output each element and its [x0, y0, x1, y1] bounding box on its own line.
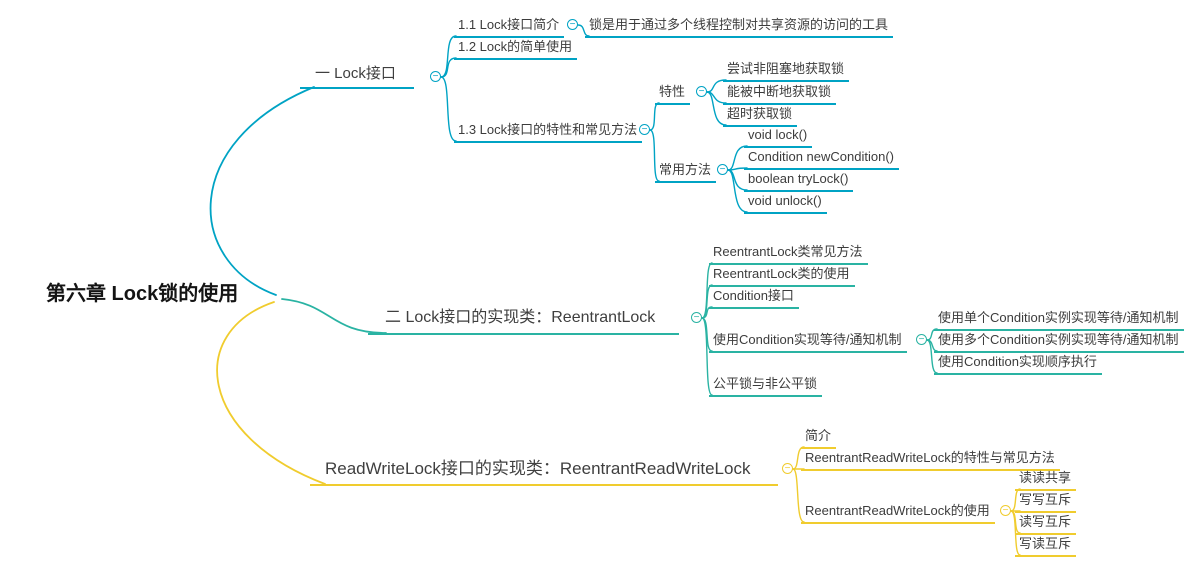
- node-lock-intro-note[interactable]: 锁是用于通过多个线程控制对共享资源的访问的工具: [585, 17, 894, 38]
- node-multi-condition[interactable]: 使用多个Condition实例实现等待/通知机制: [934, 332, 1184, 353]
- node-features[interactable]: 特性: [655, 84, 691, 105]
- node-write-read-mutex[interactable]: 写读互斥: [1015, 536, 1077, 557]
- topic-reentrantlock[interactable]: 二 Lock接口的实现类：ReentrantLock: [368, 308, 680, 335]
- collapse-icon-lock-interface[interactable]: −: [430, 71, 441, 82]
- collapse-icon-features[interactable]: −: [696, 86, 707, 97]
- collapse-icon-condition-wait-notify[interactable]: −: [916, 334, 927, 345]
- node-condition-sequence[interactable]: 使用Condition实现顺序执行: [934, 354, 1102, 375]
- node-rwlock-usage[interactable]: ReentrantReadWriteLock的使用: [801, 503, 995, 524]
- node-feature-item[interactable]: 尝试非阻塞地获取锁: [723, 61, 850, 82]
- topic-lock-interface[interactable]: 一 Lock接口: [300, 64, 414, 89]
- node-feature-item[interactable]: 能被中断地获取锁: [723, 84, 837, 105]
- node-lock-intro[interactable]: 1.1 Lock接口简介: [454, 17, 565, 38]
- node-read-read-share[interactable]: 读读共享: [1015, 470, 1077, 491]
- node-condition-interface[interactable]: Condition接口: [709, 288, 799, 309]
- node-fair-unfair-lock[interactable]: 公平锁与非公平锁: [709, 376, 823, 397]
- node-reentrantlock-common-methods[interactable]: ReentrantLock类常见方法: [709, 244, 868, 265]
- node-method-item[interactable]: void unlock(): [744, 193, 827, 214]
- node-feature-item[interactable]: 超时获取锁: [723, 106, 798, 127]
- node-rwlock-intro[interactable]: 简介: [801, 428, 837, 449]
- node-condition-wait-notify[interactable]: 使用Condition实现等待/通知机制: [709, 332, 907, 353]
- node-single-condition[interactable]: 使用单个Condition实例实现等待/通知机制: [934, 310, 1184, 331]
- node-common-methods[interactable]: 常用方法: [655, 162, 717, 183]
- root-node[interactable]: 第六章 Lock锁的使用: [46, 283, 239, 305]
- collapse-icon-rwlock-usage[interactable]: −: [1000, 505, 1011, 516]
- node-rwlock-features[interactable]: ReentrantReadWriteLock的特性与常见方法: [801, 450, 1060, 471]
- topic-reentrantreadwritelock[interactable]: ReadWriteLock接口的实现类：ReentrantReadWriteLo…: [310, 458, 779, 486]
- node-method-item[interactable]: boolean tryLock(): [744, 171, 854, 192]
- collapse-icon-reentrantreadwritelock[interactable]: −: [782, 463, 793, 474]
- node-lock-features-methods[interactable]: 1.3 Lock接口的特性和常见方法: [454, 122, 643, 143]
- collapse-icon-common-methods[interactable]: −: [717, 164, 728, 175]
- collapse-icon-features-methods[interactable]: −: [639, 124, 650, 135]
- node-lock-simple-use[interactable]: 1.2 Lock的简单使用: [454, 39, 578, 60]
- collapse-icon-lock-intro[interactable]: −: [567, 19, 578, 30]
- node-reentrantlock-usage[interactable]: ReentrantLock类的使用: [709, 266, 855, 287]
- node-method-item[interactable]: Condition newCondition(): [744, 149, 899, 170]
- collapse-icon-reentrantlock[interactable]: −: [691, 312, 702, 323]
- node-write-write-mutex[interactable]: 写写互斥: [1015, 492, 1077, 513]
- node-read-write-mutex[interactable]: 读写互斥: [1015, 514, 1077, 535]
- node-method-item[interactable]: void lock(): [744, 127, 813, 148]
